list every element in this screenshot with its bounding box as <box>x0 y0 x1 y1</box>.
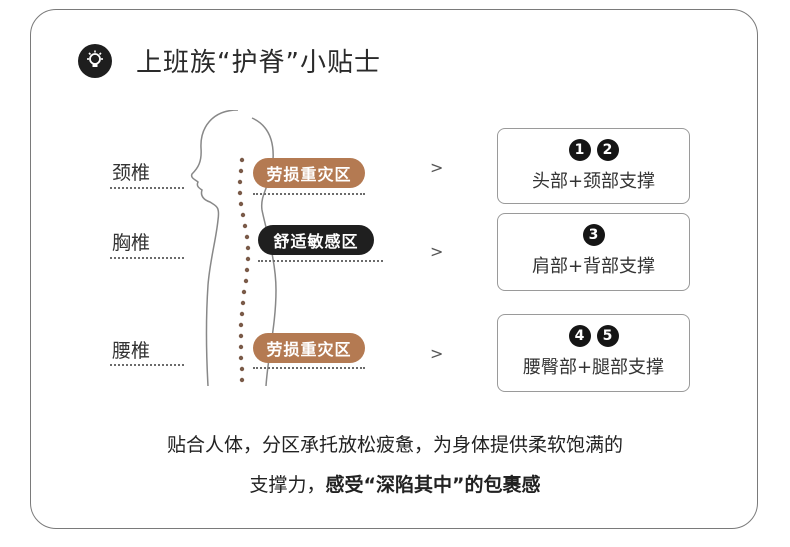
zone-badge-lumbar: 劳损重灾区 <box>253 333 365 363</box>
dotted-leader <box>258 260 383 262</box>
caption-line-2: 支撑力，感受“深陷其中”的包裹感 <box>0 470 790 497</box>
arrow-cervical: > <box>430 158 444 177</box>
number-badge: 4 <box>568 325 591 347</box>
support-box-waist-legs: 4 5 腰臀部+腿部支撑 <box>497 314 690 392</box>
number-badge: 5 <box>596 325 619 347</box>
caption-bold-text: 感受“深陷其中”的包裹感 <box>325 474 541 496</box>
support-text: 肩部+背部支撑 <box>531 256 656 277</box>
label-lumbar: 腰椎 <box>112 340 151 362</box>
title-row: 上班族“护脊”小贴士 <box>78 42 381 79</box>
lightbulb-icon <box>78 43 112 78</box>
number-badge: 2 <box>596 139 619 161</box>
dotted-leader <box>253 367 365 369</box>
support-text: 腰臀部+腿部支撑 <box>522 357 665 378</box>
human-silhouette <box>190 110 277 387</box>
support-box-shoulder-back: 3 肩部+背部支撑 <box>497 213 690 291</box>
dotted-leader <box>110 257 184 259</box>
dotted-leader <box>110 364 184 366</box>
caption-normal-text: 支撑力， <box>249 474 326 496</box>
support-box-head-neck: 1 2 头部+颈部支撑 <box>497 128 690 204</box>
page-title: 上班族“护脊”小贴士 <box>136 48 381 78</box>
zone-badge-thoracic: 舒适敏感区 <box>258 225 374 255</box>
arrow-thoracic: > <box>430 242 444 261</box>
zone-badge-cervical: 劳损重灾区 <box>253 158 365 188</box>
dotted-leader <box>253 193 365 195</box>
arrow-lumbar: > <box>430 344 444 363</box>
caption-line-1: 贴合人体，分区承托放松疲惫，为身体提供柔软饱满的 <box>166 434 623 456</box>
label-thoracic: 胸椎 <box>112 232 151 254</box>
number-badge: 1 <box>568 139 591 161</box>
number-badge: 3 <box>582 224 605 246</box>
dotted-leader <box>110 187 184 189</box>
spine-dots <box>237 157 251 383</box>
support-text: 头部+颈部支撑 <box>531 171 656 192</box>
label-cervical: 颈椎 <box>112 162 151 184</box>
